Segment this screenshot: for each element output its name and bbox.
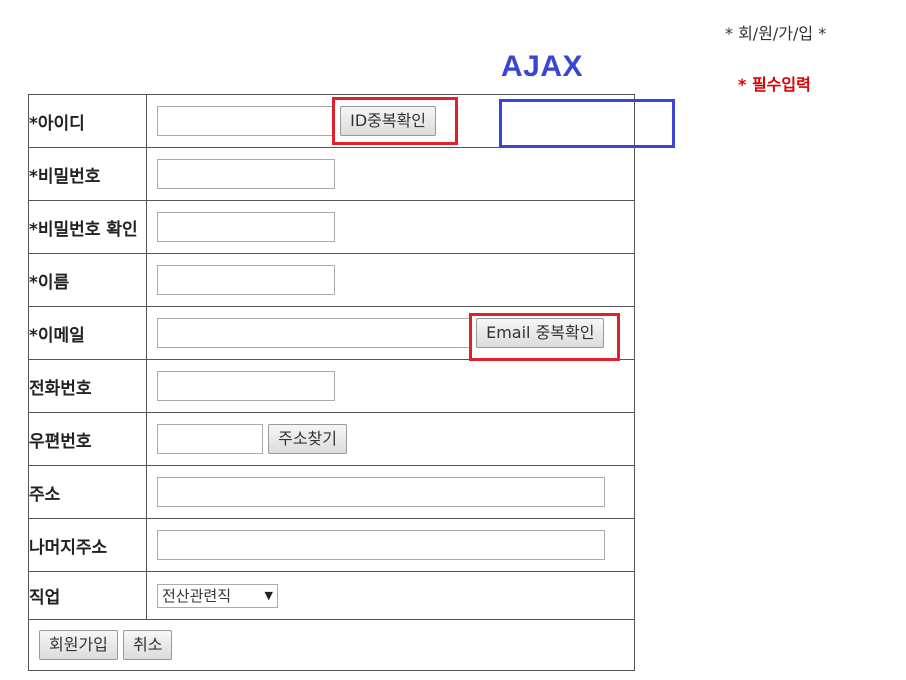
job-select-value: 전산관련직 xyxy=(162,587,232,605)
form-row-address: 주소 xyxy=(28,465,635,519)
form-row-address-detail: 나머지주소 xyxy=(28,518,635,572)
phone-label: 전화번호 xyxy=(28,359,147,413)
form-row-password: *비밀번호 xyxy=(28,147,635,201)
id-field-cell: ID중복확인 xyxy=(146,94,635,148)
address-detail-label: 나머지주소 xyxy=(28,518,147,572)
form-row-id: *아이디 ID중복확인 xyxy=(28,94,635,148)
form-row-job: 직업 전산관련직 ▼ xyxy=(28,571,635,620)
job-select[interactable]: 전산관련직 ▼ xyxy=(157,583,278,608)
cancel-button[interactable]: 취소 xyxy=(122,630,173,660)
signup-submit-button[interactable]: 회원가입 xyxy=(39,630,118,660)
form-row-zipcode: 우편번호 주소찾기 xyxy=(28,412,635,466)
name-input[interactable] xyxy=(157,265,335,295)
zipcode-input[interactable] xyxy=(157,424,263,454)
name-label: *이름 xyxy=(28,253,147,307)
password-confirm-label: *비밀번호 확인 xyxy=(28,200,147,254)
form-row-actions: 회원가입 취소 xyxy=(28,619,635,671)
required-note: * 필수입력 xyxy=(738,75,811,94)
id-input[interactable] xyxy=(157,106,335,136)
id-duplicate-check-button[interactable]: ID중복확인 xyxy=(340,106,437,136)
address-detail-input[interactable] xyxy=(157,530,605,560)
password-label: *비밀번호 xyxy=(28,147,147,201)
id-check-highlight xyxy=(332,97,458,145)
dropdown-arrow-icon: ▼ xyxy=(264,589,273,602)
id-label: *아이디 xyxy=(28,94,147,148)
phone-input[interactable] xyxy=(157,371,335,401)
password-confirm-input[interactable] xyxy=(157,212,335,242)
ajax-annotation-label: AJAX xyxy=(501,50,584,83)
form-row-email: *이메일 Email 중복확인 xyxy=(28,306,635,360)
password-input[interactable] xyxy=(157,159,335,189)
page-title: * 회/원/가/입 * xyxy=(725,24,827,43)
email-check-highlight xyxy=(469,313,620,361)
zipcode-label: 우편번호 xyxy=(28,412,147,466)
form-row-name: *이름 xyxy=(28,253,635,307)
job-label: 직업 xyxy=(28,571,147,620)
email-input[interactable] xyxy=(157,318,471,348)
signup-form-table: *아이디 ID중복확인 *비밀번호 *비밀번호 확인 *이름 *이메일 Emai… xyxy=(28,94,635,671)
address-label: 주소 xyxy=(28,465,147,519)
email-label: *이메일 xyxy=(28,306,147,360)
email-duplicate-check-button[interactable]: Email 중복확인 xyxy=(476,318,605,348)
form-row-phone: 전화번호 xyxy=(28,359,635,413)
address-search-button[interactable]: 주소찾기 xyxy=(268,424,347,454)
address-input[interactable] xyxy=(157,477,605,507)
form-row-password-confirm: *비밀번호 확인 xyxy=(28,200,635,254)
